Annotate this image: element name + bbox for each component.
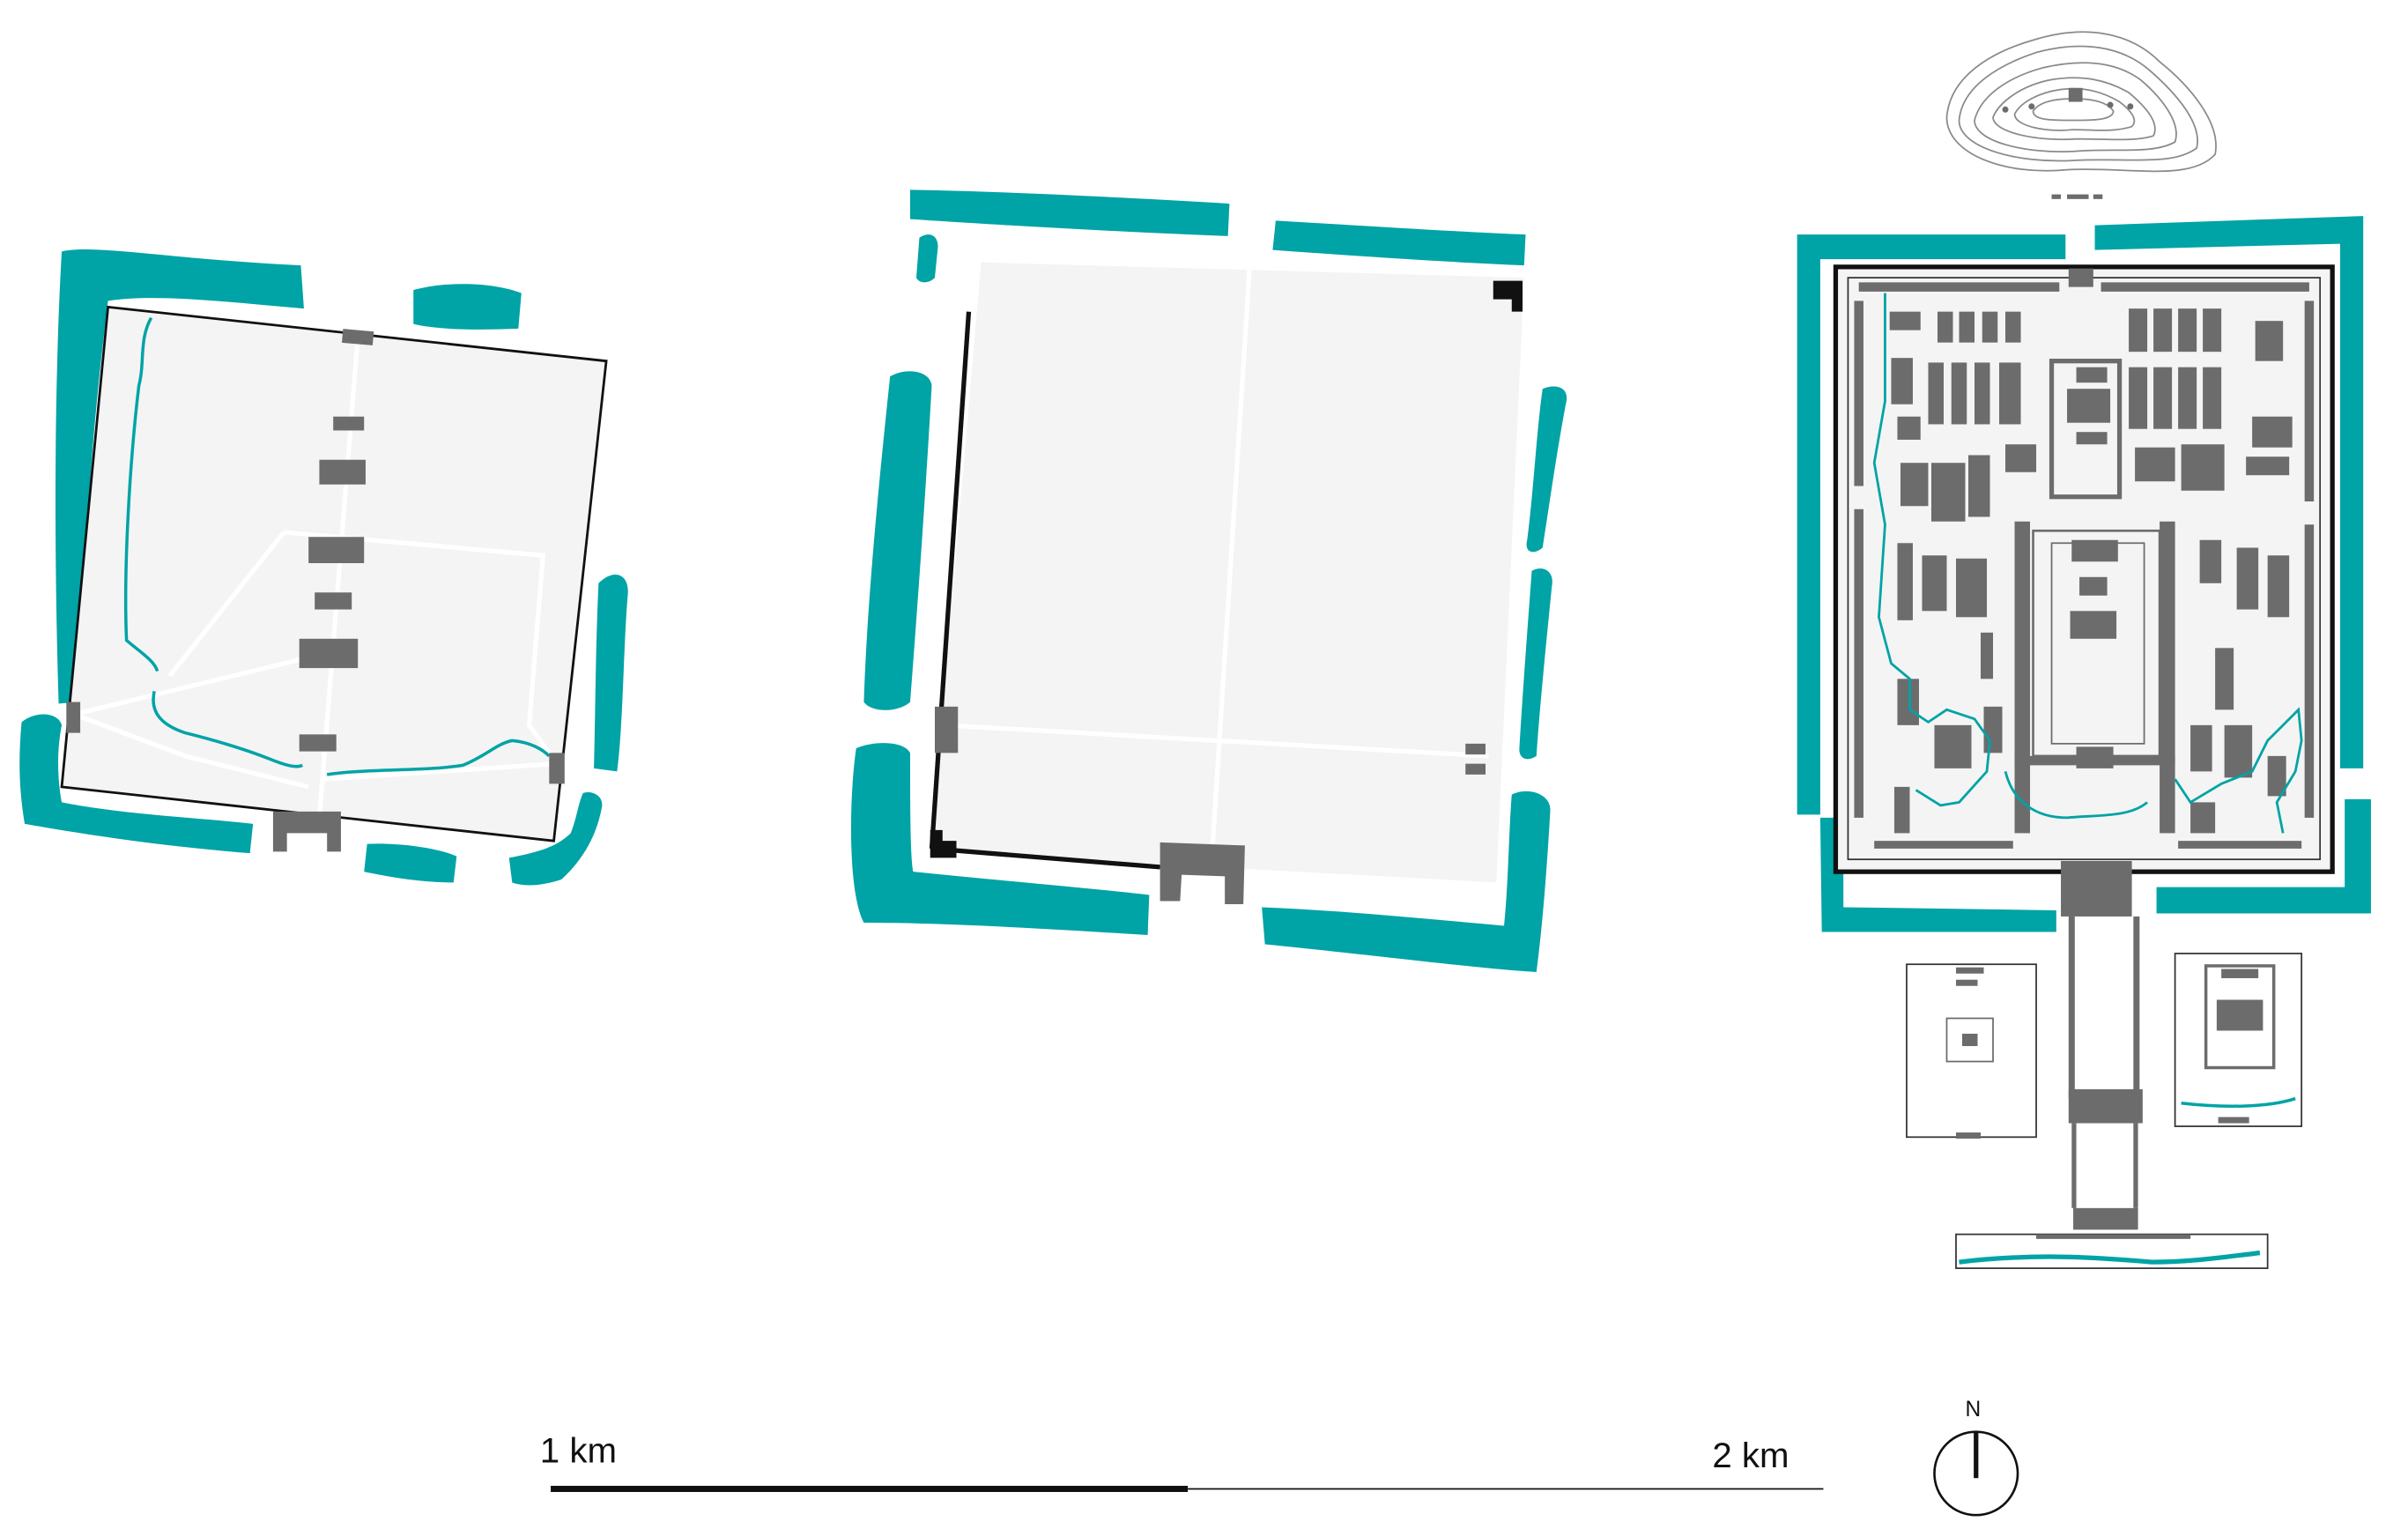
left-roads (73, 336, 559, 819)
north-gate-marks (2051, 194, 2103, 199)
middle-buildings (934, 706, 1486, 904)
right-side-blocks (1893, 539, 2290, 834)
north-label: N (1965, 1398, 1981, 1421)
scale-label-2km: 2 km (1712, 1436, 1789, 1475)
scale-bar: 1 km 2 km (540, 1431, 1824, 1492)
right-southwest-compound (1906, 963, 2037, 1139)
left-buildings (66, 329, 565, 852)
right-southeast-compound (2174, 953, 2303, 1127)
middle-walls (929, 311, 1160, 870)
hill-pavilions (2002, 87, 2134, 113)
plan-left-palace (19, 249, 628, 886)
left-water (123, 316, 551, 776)
right-south-approach (2061, 860, 2143, 1230)
hill-contours (1945, 31, 2217, 173)
middle-corner-blocks (930, 280, 1523, 858)
north-arrow: N (1933, 1398, 2019, 1517)
right-south-terrace (1955, 1233, 2269, 1269)
right-central-axis (2014, 359, 2175, 834)
right-water (1872, 293, 2303, 834)
middle-moat (850, 189, 1567, 972)
right-perimeter-blocks (1854, 268, 2315, 849)
plan-right-palace (1797, 31, 2371, 1269)
scale-label-1km: 1 km (540, 1431, 617, 1471)
left-ground (60, 305, 608, 842)
middle-roads (944, 270, 1489, 872)
middle-ground (930, 262, 1524, 883)
north-arrow-icon (1933, 1430, 2019, 1517)
right-courtyard-blocks (1889, 308, 2293, 522)
plan-middle-palace (850, 189, 1567, 972)
